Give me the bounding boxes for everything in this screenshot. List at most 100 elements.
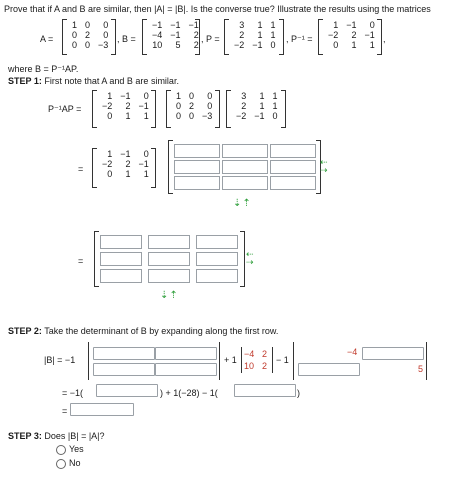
grid1-cell[interactable] (222, 176, 268, 190)
matrix-entry: 1 (333, 20, 339, 30)
matrix-right-bracket (377, 19, 382, 55)
grid2-cell[interactable] (148, 235, 190, 249)
detB-expansion-start: |B| = −1 (44, 355, 76, 365)
matrix-entry: 1 (125, 169, 131, 179)
radio-yes[interactable] (56, 445, 66, 455)
radio-no[interactable] (56, 459, 66, 469)
add-remove-column-control-1[interactable]: ⇠ ⇢ (320, 157, 328, 175)
option-yes-label: Yes (69, 444, 84, 454)
grid2-cell[interactable] (148, 252, 190, 266)
matrix-left-bracket (226, 90, 231, 128)
add-column-icon[interactable]: ⇢ (246, 257, 254, 267)
grid2-cell[interactable] (148, 269, 190, 283)
grid2-cell[interactable] (196, 235, 238, 249)
matrix-entry: 1 (369, 40, 375, 50)
minor1-d[interactable] (155, 363, 217, 376)
where-text: where B = P⁻¹AP. (8, 64, 79, 74)
matrix-entry: 2 (85, 30, 91, 40)
matrix-entry: −3 (98, 40, 109, 50)
remove-row-icon[interactable]: ⇡ (169, 290, 179, 301)
middle-term: ) + 1(−28) − 1( (160, 388, 218, 398)
grid2-left-bracket (94, 231, 99, 287)
remove-column-icon[interactable]: ⇠ (320, 157, 328, 167)
add-row-icon[interactable]: ⇣ (160, 290, 170, 301)
matrix-right-bracket (195, 19, 200, 55)
matrix-entry: 1 (143, 111, 149, 121)
cofactor1-input[interactable] (96, 384, 158, 397)
matrix-entry: 0 (72, 30, 78, 40)
add-remove-row-control-1[interactable]: ⇣⇡ (233, 198, 252, 209)
remove-row-icon[interactable]: ⇡ (242, 198, 252, 209)
matrix-right-bracket (281, 90, 286, 128)
grid1-cell[interactable] (174, 144, 220, 158)
matrix-entry: −1 (152, 20, 163, 30)
matrix-entry: 2 (351, 30, 357, 40)
step3-text: Does |B| = |A|? (44, 431, 105, 441)
minor3-c[interactable] (298, 363, 360, 376)
detB-final-input[interactable] (70, 403, 134, 416)
minor1-left-bar (88, 342, 89, 380)
grid1-cell[interactable] (270, 160, 316, 174)
matrix-entry: 0 (176, 111, 182, 121)
matrix-entry: 2 (193, 30, 199, 40)
grid2-cell[interactable] (196, 252, 238, 266)
matrix-entry: 2 (189, 101, 195, 111)
grid2-cell[interactable] (100, 269, 142, 283)
grid1-cell[interactable] (222, 144, 268, 158)
step3-heading: STEP 3: Does |B| = |A|? (8, 431, 105, 442)
grid1-cell[interactable] (270, 144, 316, 158)
add-column-icon[interactable]: ⇢ (320, 165, 328, 175)
minor3-given-bottom: 5 (418, 364, 424, 374)
minus1-open-paren: = −1( (62, 388, 84, 398)
matrix-entry: 1 (143, 169, 149, 179)
matrix-entry: 0 (189, 111, 195, 121)
minor1-b[interactable] (155, 347, 217, 360)
add-row-icon[interactable]: ⇣ (233, 198, 243, 209)
eq-line3: = (78, 256, 84, 266)
grid1-cell[interactable] (222, 160, 268, 174)
label-Pinv: , P⁻¹ = (286, 34, 313, 44)
step3-label: STEP 3: (8, 431, 42, 441)
option-no-label: No (69, 458, 81, 468)
grid2-cell[interactable] (100, 235, 142, 249)
grid2-cell[interactable] (100, 252, 142, 266)
grid2-cell[interactable] (196, 269, 238, 283)
matrix-entry: −2 (102, 101, 113, 111)
grid1-cell[interactable] (270, 176, 316, 190)
matrix-entry: 0 (143, 149, 149, 159)
minor3-b[interactable] (362, 347, 424, 360)
matrix-entry: 0 (333, 40, 339, 50)
matrix-entry: −2 (102, 159, 113, 169)
matrix-entry: 1 (351, 40, 357, 50)
matrix-entry: −1 (346, 20, 357, 30)
grid1-cell[interactable] (174, 176, 220, 190)
add-remove-column-control-2[interactable]: ⇠ ⇢ (246, 249, 254, 267)
add-remove-row-control-2[interactable]: ⇣⇡ (160, 290, 179, 301)
step2-text: Take the determinant of B by expanding a… (44, 326, 279, 336)
minor1-c[interactable] (93, 363, 155, 376)
cofactor3-input[interactable] (234, 384, 296, 397)
minor2-c: 10 (244, 361, 255, 371)
grid1-cell[interactable] (174, 160, 220, 174)
minor2-right-bar (272, 347, 273, 373)
remove-column-icon[interactable]: ⇠ (246, 249, 254, 259)
label-P: , P = (201, 34, 220, 44)
matrix-entry: 2 (241, 101, 247, 111)
minor3-left-bar (293, 342, 294, 380)
matrix-entry: 1 (257, 20, 263, 30)
minor3-right-bar (426, 342, 427, 380)
matrix-left-bracket (318, 19, 323, 55)
matrix-right-bracket (215, 90, 220, 128)
matrix-entry: −3 (202, 111, 213, 121)
minor1-a[interactable] (93, 347, 155, 360)
